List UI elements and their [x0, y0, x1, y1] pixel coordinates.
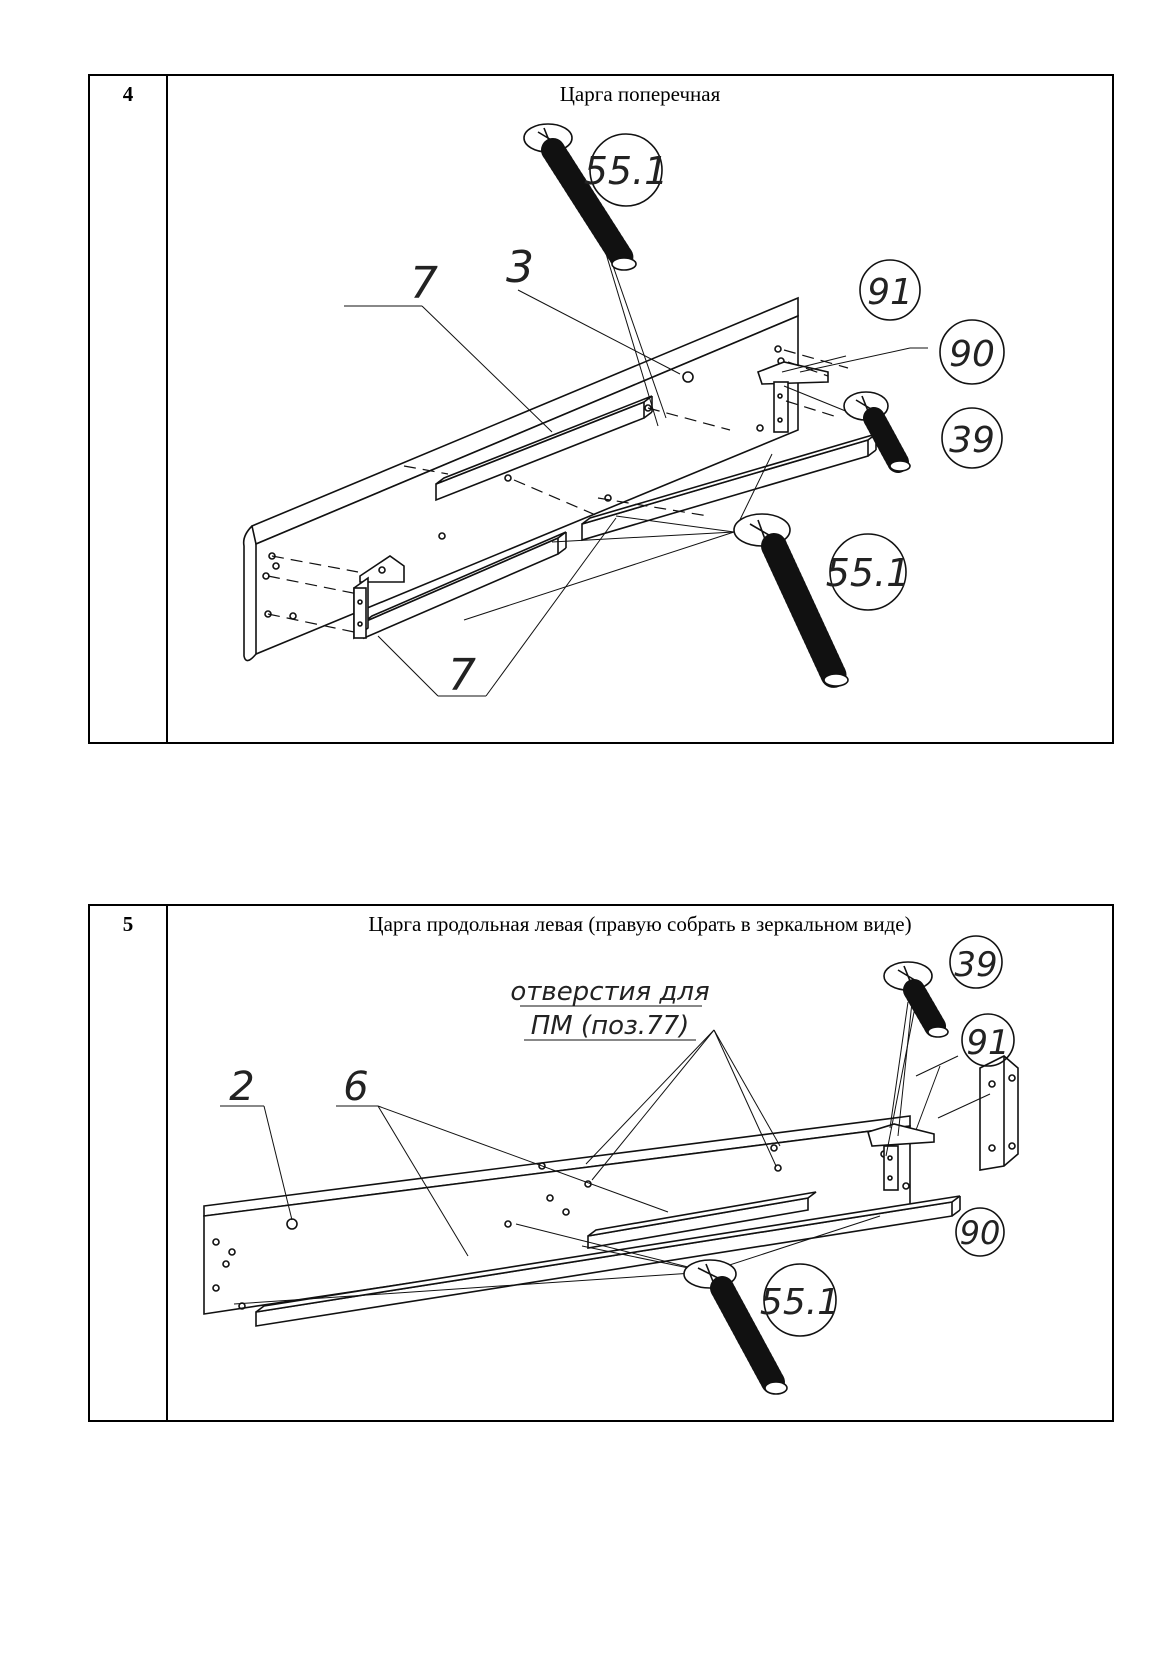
screw-55-1-top: [523, 123, 637, 271]
plate-part-90: [979, 1055, 1019, 1171]
screw-39: [883, 961, 949, 1039]
corner-bracket: [867, 1123, 935, 1191]
bar-part-7-upper: [435, 395, 653, 502]
callout-90: 90: [960, 1214, 1001, 1252]
callout-91: 91: [966, 1023, 1009, 1063]
leader-lines: [344, 193, 928, 697]
callout-39: 39: [954, 945, 997, 985]
step-content: Царга поперечная: [168, 76, 1112, 742]
callout-circle: [955, 1207, 1005, 1257]
step-title: Царга продольная левая (правую собрать в…: [368, 912, 912, 936]
callout-circle: [763, 1263, 837, 1337]
callout-55-1-top: 55.1: [584, 149, 669, 193]
note-line-1: отверстия для: [510, 977, 709, 1007]
step-number: 4: [122, 82, 134, 106]
screw-55-1: [683, 1259, 788, 1396]
note-line-2: ПМ (поз.77): [531, 1011, 690, 1041]
callout-circle: [859, 259, 921, 321]
step-title: Царга поперечная: [559, 82, 721, 106]
step-number-cell: 4: [90, 76, 168, 742]
bar-part-7-middle: [581, 433, 877, 542]
callout-circle: [949, 935, 1003, 989]
callout-2: 2: [229, 1064, 254, 1110]
callout-3: 3: [506, 242, 534, 293]
bar-part-6-short: [587, 1191, 817, 1249]
screw-39: [843, 391, 911, 473]
callout-7-upper: 7: [410, 258, 438, 309]
bar-part-7-lower: [363, 531, 567, 640]
callout-circle: [961, 1013, 1015, 1067]
callout-circle: [829, 533, 907, 611]
callout-circle: [589, 133, 663, 207]
callout-circle: [941, 407, 1003, 469]
screw-55-1-bottom: [733, 513, 849, 689]
callout-labels: 55.1 3 7 91 90 39 55.1 7: [410, 149, 995, 701]
callout-circle: [939, 319, 1005, 385]
callout-55-1-bottom: 55.1: [826, 551, 911, 595]
board-part-3: [242, 296, 799, 662]
bar-part-6-long: [255, 1195, 961, 1327]
leader-lines: [220, 1001, 991, 1305]
callout-39: 39: [949, 420, 995, 461]
assembly-lines: [267, 349, 849, 633]
assembly-step-4: 4 Царга поперечная: [88, 74, 1114, 744]
callout-55-1: 55.1: [760, 1282, 840, 1323]
callout-7-lower: 7: [448, 650, 476, 701]
assembly-step-5: 5 Царга продольная левая (правую собрать…: [88, 904, 1114, 1422]
step-content: Царга продольная левая (правую собрать в…: [168, 906, 1112, 1420]
assembly-drawing: отверстия для ПМ (поз.77) 39 91 2 6 90 5…: [203, 935, 1019, 1396]
board-part-2: [203, 1115, 911, 1315]
corner-bracket-right: [756, 361, 829, 433]
callout-labels: отверстия для ПМ (поз.77) 39 91 2 6 90 5…: [229, 945, 1009, 1323]
step-number: 5: [122, 912, 134, 936]
callout-91: 91: [867, 272, 913, 313]
assembly-drawing: 55.1 3 7 91 90 39 55.1 7: [242, 123, 1005, 701]
step-number-cell: 5: [90, 906, 168, 1420]
callout-6: 6: [343, 1064, 368, 1110]
corner-bracket-left: [353, 555, 405, 640]
callout-90: 90: [949, 334, 995, 375]
